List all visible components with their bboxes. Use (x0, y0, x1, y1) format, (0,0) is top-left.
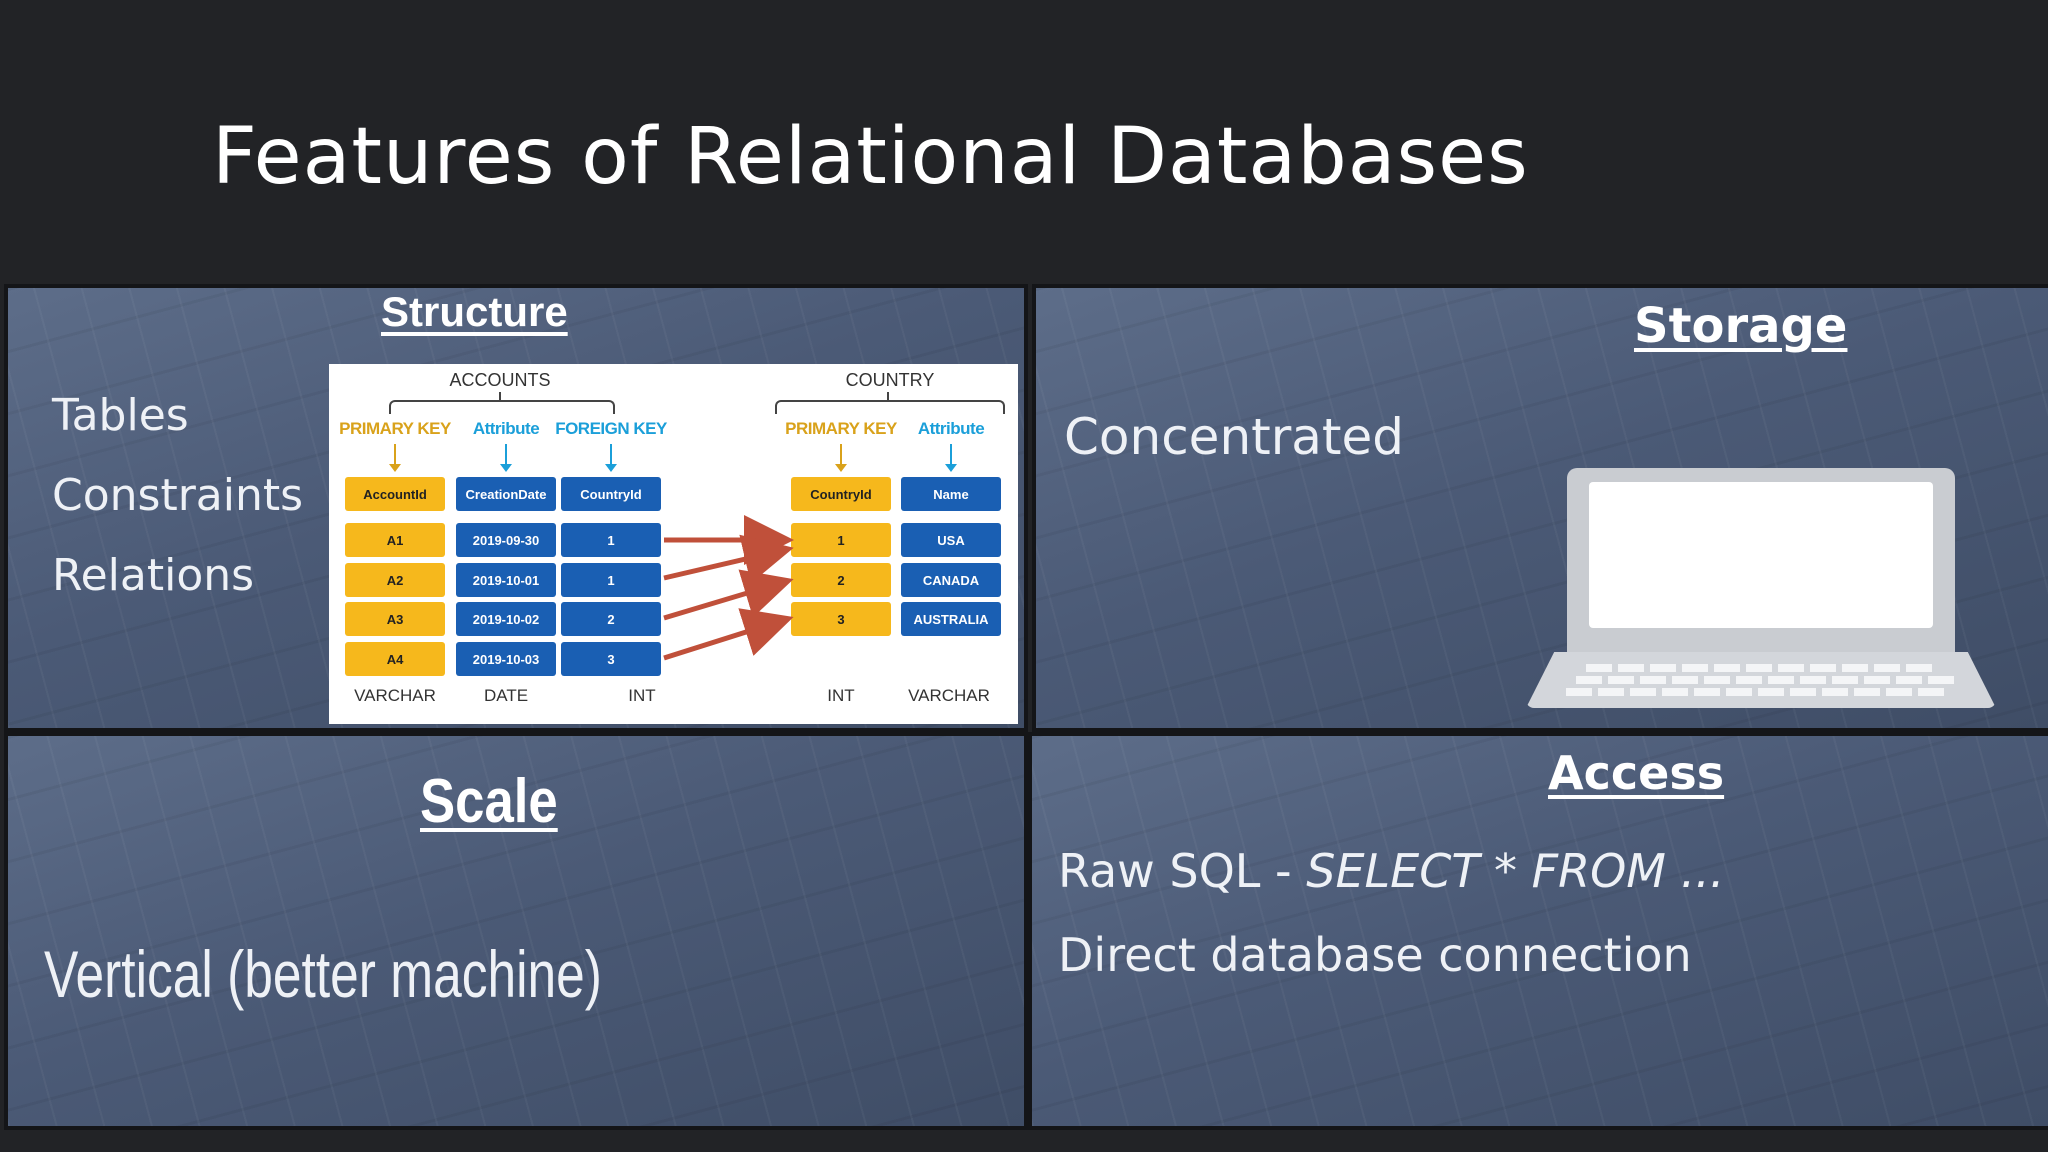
country-type-label: VARCHAR (908, 686, 990, 705)
accounts-attribute-label: Attribute (472, 419, 540, 438)
accounts-cell: A3 (345, 602, 445, 636)
accounts-cell: 2019-09-30 (456, 523, 556, 557)
country-header-countryid: CountryId (791, 477, 891, 511)
structure-heading: Structure (381, 288, 568, 335)
foreign-key-arrow (605, 444, 617, 472)
country-primary-key-arrow (835, 444, 847, 472)
keyboard-row (1576, 676, 1954, 684)
access-line-connection: Direct database connection (1058, 928, 1692, 982)
country-brace-tick (887, 392, 889, 400)
scale-panel: Scale Vertical (better machine) (4, 732, 1028, 1130)
country-cell: 1 (791, 523, 891, 557)
relation-arrow (663, 608, 794, 661)
keyboard-row (1586, 664, 1932, 672)
laptop-display (1589, 482, 1933, 628)
storage-heading: Storage (1634, 298, 1848, 354)
accounts-cell: A1 (345, 523, 445, 557)
keyboard-row (1566, 688, 1944, 696)
accounts-header-countryid: CountryId (561, 477, 661, 511)
structure-item-tables: Tables (52, 390, 189, 441)
relation-arrows (663, 515, 794, 661)
accounts-cell: 1 (561, 563, 661, 597)
scale-text: Vertical (better machine) (44, 937, 602, 1011)
accounts-header-accountid: AccountId (345, 477, 445, 511)
country-attribute-label: Attribute (917, 419, 985, 438)
accounts-cell: 2 (561, 602, 661, 636)
er-diagram: ACCOUNTS COUNTRY PRIMARY KEY Attribute F… (329, 364, 1018, 724)
slide-title: Features of Relational Databases (212, 112, 1529, 202)
accounts-type-label: INT (628, 686, 656, 705)
structure-panel: Structure Tables Constraints Relations A… (4, 284, 1028, 732)
country-type-label: INT (827, 686, 855, 705)
access-sql-prefix: Raw SQL - (1058, 844, 1307, 898)
country-table-title: COUNTRY (845, 370, 935, 390)
relation-arrow (663, 569, 794, 621)
relation-arrow (663, 534, 794, 584)
country-cell: CANADA (901, 563, 1001, 597)
accounts-cell: 2019-10-03 (456, 642, 556, 676)
accounts-cell: A4 (345, 642, 445, 676)
accounts-brace (389, 400, 615, 414)
access-panel: Access Raw SQL - SELECT * FROM ... Direc… (1028, 732, 2048, 1130)
primary-key-arrow (389, 444, 401, 472)
country-cell: AUSTRALIA (901, 602, 1001, 636)
country-primary-key-label: PRIMARY KEY (785, 419, 897, 438)
accounts-cell: 2019-10-01 (456, 563, 556, 597)
country-cell: 3 (791, 602, 891, 636)
accounts-cell: A2 (345, 563, 445, 597)
storage-panel: Storage Concentrated (1032, 284, 2048, 732)
structure-item-relations: Relations (52, 550, 255, 601)
accounts-type-label: VARCHAR (354, 686, 436, 705)
access-line-sql: Raw SQL - SELECT * FROM ... (1058, 844, 1725, 898)
storage-text: Concentrated (1064, 408, 1405, 466)
laptop-keyboard-icon (1526, 652, 1996, 708)
accounts-type-label: DATE (483, 686, 529, 705)
attribute-arrow (500, 444, 512, 472)
country-brace (775, 400, 1005, 414)
structure-item-constraints: Constraints (52, 470, 304, 521)
access-sql-code: SELECT * FROM ... (1306, 844, 1725, 898)
accounts-cell: 3 (561, 642, 661, 676)
scale-heading: Scale (420, 767, 558, 836)
accounts-brace-tick (499, 392, 501, 400)
access-heading: Access (1548, 746, 1725, 800)
country-cell: USA (901, 523, 1001, 557)
accounts-table-title: ACCOUNTS (449, 370, 551, 390)
accounts-cell: 1 (561, 523, 661, 557)
laptop-icon (1567, 468, 1955, 680)
accounts-header-creationdate: CreationDate (456, 477, 556, 511)
country-attribute-arrow (945, 444, 957, 472)
accounts-cell: 2019-10-02 (456, 602, 556, 636)
accounts-foreign-key-label: FOREIGN KEY (555, 419, 667, 438)
accounts-primary-key-label: PRIMARY KEY (339, 419, 451, 438)
country-cell: 2 (791, 563, 891, 597)
country-header-name: Name (901, 477, 1001, 511)
